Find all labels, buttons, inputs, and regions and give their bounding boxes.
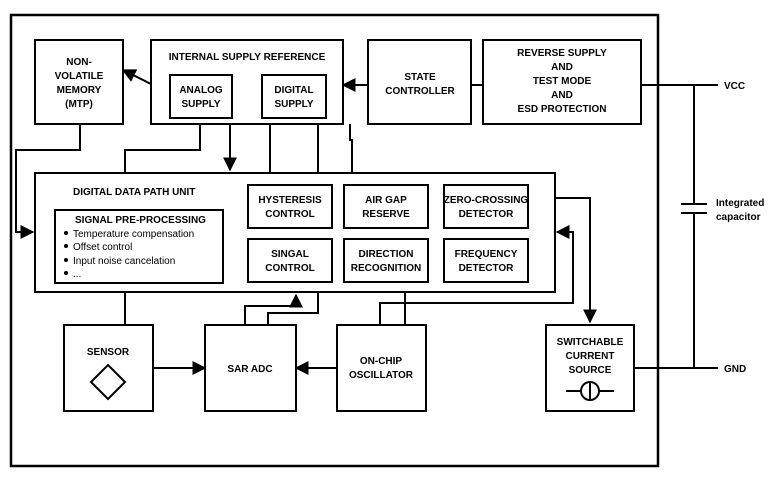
- oscillator-block: [336, 324, 427, 412]
- frequency-label-1: FREQUENCY: [455, 249, 518, 260]
- hysteresis-control-block: [247, 184, 333, 229]
- bullet-icon: [64, 271, 68, 275]
- direction-recognition-block: [343, 238, 429, 283]
- capacitor-label-1: Integrated: [716, 198, 764, 209]
- spp-item-3: Input noise cancelation: [73, 256, 175, 267]
- analog-supply-label-1: ANALOG: [179, 85, 223, 96]
- wire-nvm-to-ddpu: [15, 124, 81, 239]
- spp-item-2: Offset control: [73, 242, 132, 253]
- hysteresis-label-1: HYSTERESIS: [258, 195, 322, 206]
- air-gap-reserve-block: [343, 184, 429, 229]
- bullet-icon: [64, 258, 68, 262]
- analog-supply-block: [169, 74, 233, 119]
- airgap-label-2: RESERVE: [362, 209, 410, 220]
- wire-ddpu-to-sar: [267, 292, 319, 325]
- digital-supply-label-1: DIGITAL: [274, 85, 313, 96]
- nvm-label-2: VOLATILE: [55, 71, 104, 82]
- reverse-label-5: ESD PROTECTION: [518, 104, 607, 115]
- wire-sar-to-ddpu: [244, 293, 303, 325]
- sensor-label: SENSOR: [87, 347, 130, 358]
- switchable-label-3: SOURCE: [569, 365, 612, 376]
- ddpu-label: DIGITAL DATA PATH UNIT: [73, 187, 195, 198]
- reverse-label-2: AND: [551, 62, 573, 73]
- sensor-block: [63, 324, 154, 412]
- singal-control-block: [247, 238, 333, 283]
- spp-item-1: Temperature compensation: [73, 229, 194, 240]
- chip-boundary: [9, 13, 660, 468]
- zero-label-1: ZERO-CROSSING: [444, 195, 529, 206]
- nvm-block: [34, 39, 124, 125]
- digital-supply-label-2: SUPPLY: [274, 99, 313, 110]
- state-controller-block: [367, 39, 472, 125]
- reverse-label-4: AND: [551, 90, 573, 101]
- vcc-label: VCC: [724, 81, 745, 92]
- switchable-label-1: SWITCHABLE: [557, 337, 624, 348]
- wire-osc-to-ddpu: [379, 225, 574, 325]
- airgap-label-1: AIR GAP: [365, 195, 407, 206]
- nvm-label-4: (MTP): [65, 99, 93, 110]
- singal-label-1: SINGAL: [271, 249, 309, 260]
- capacitor-label-2: capacitor: [716, 212, 761, 223]
- gnd-label: GND: [724, 364, 746, 375]
- zero-label-2: DETECTOR: [459, 209, 515, 220]
- spp-item-4: ...: [73, 269, 81, 280]
- state-controller-label-2: CONTROLLER: [385, 86, 455, 97]
- reverse-supply-block: [482, 39, 642, 125]
- wire-ddpu-to-switch: [555, 197, 597, 324]
- bullet-icon: [64, 231, 68, 235]
- signal-preprocessing-block: [54, 209, 224, 284]
- switchable-label-2: CURRENT: [566, 351, 615, 362]
- sensor-diamond-icon: [89, 363, 127, 401]
- wire-state-supply: [349, 124, 353, 172]
- hysteresis-label-2: CONTROL: [265, 209, 314, 220]
- nvm-label-3: MEMORY: [57, 85, 102, 96]
- reverse-label-3: TEST MODE: [533, 76, 592, 87]
- oscillator-label-1: ON-CHIP: [360, 356, 403, 367]
- digital-supply-block: [261, 74, 327, 119]
- direction-label-2: RECOGNITION: [351, 263, 422, 274]
- wire-isr-to-nvm: [121, 69, 152, 85]
- singal-label-2: CONTROL: [265, 263, 314, 274]
- analog-supply-label-2: SUPPLY: [181, 99, 220, 110]
- oscillator-label-2: OSCILLATOR: [349, 370, 414, 381]
- nvm-label-1: NON-: [66, 57, 92, 68]
- wire-analog-supply: [124, 120, 201, 173]
- sar-adc-label: SAR ADC: [227, 364, 272, 375]
- bullet-icon: [64, 244, 68, 248]
- zero-crossing-detector-block: [443, 184, 529, 229]
- frequency-label-2: DETECTOR: [459, 263, 515, 274]
- sar-adc-block: [204, 324, 297, 412]
- spp-title: SIGNAL PRE-PROCESSING: [75, 215, 206, 226]
- state-controller-label-1: STATE: [404, 72, 436, 83]
- frequency-detector-block: [443, 238, 529, 283]
- direction-label-1: DIRECTION: [359, 249, 414, 260]
- isr-label: INTERNAL SUPPLY REFERENCE: [169, 52, 326, 63]
- reverse-label-1: REVERSE SUPPLY: [517, 48, 607, 59]
